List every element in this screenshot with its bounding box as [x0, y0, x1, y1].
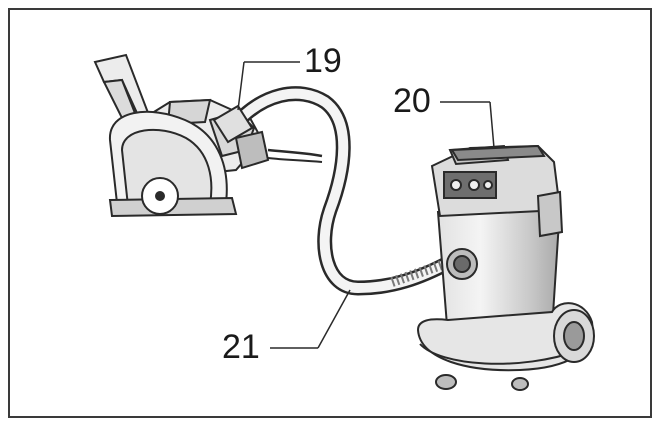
- callout-label-20: 20: [393, 82, 431, 120]
- callout-label-21: 21: [222, 328, 260, 366]
- vacuum-cleaner: [416, 144, 595, 391]
- vacuum-hose: [212, 86, 458, 296]
- callout-19: 19: [237, 42, 342, 111]
- callout-20: 20: [393, 82, 495, 149]
- callout-21: 21: [222, 289, 351, 366]
- callout-label-19: 19: [304, 42, 342, 80]
- wall-chaser: [93, 53, 323, 218]
